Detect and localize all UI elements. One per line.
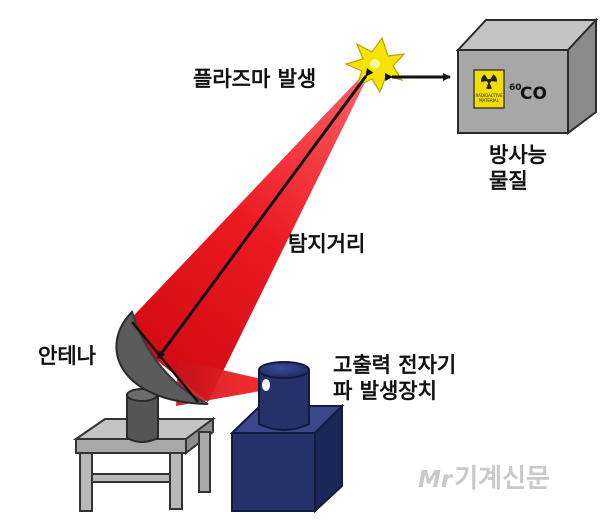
radioactive-label-line1: 방사능 (489, 143, 547, 167)
isotope-mass-number: 60 (509, 83, 522, 93)
antenna-dish-icon (115, 310, 209, 405)
watermark: Mr기계신문 (418, 458, 550, 495)
radiation-icon (481, 71, 497, 89)
watermark-text: 기계신문 (454, 464, 550, 494)
isotope-symbol: CO (520, 84, 547, 104)
emitter-lens (262, 379, 270, 391)
emp-label-line2: 파 발생장치 (333, 379, 437, 403)
plasma-label: 플라즈마 발생 (193, 67, 317, 91)
watermark-logo: Mr (418, 467, 453, 493)
antenna-label: 안테나 (38, 344, 96, 368)
radioactive-sign: RADIOACTIVE MATERIAL (473, 69, 505, 109)
radioactive-box (455, 17, 599, 135)
antenna-pole (126, 388, 159, 443)
device-emission (176, 360, 266, 406)
hazard-text-2: MATERIAL (479, 98, 500, 103)
isotope-label: 60 CO (509, 83, 547, 104)
distance-label: 탐지거리 (288, 232, 366, 256)
table (72, 417, 217, 512)
detection-distance-arrow (156, 67, 374, 359)
em-generator-device (229, 361, 345, 514)
emp-label-line1: 고출력 전자기 (333, 353, 457, 377)
radioactive-label-line2: 물질 (489, 169, 528, 193)
hazard-text-1: RADIOACTIVE (475, 93, 503, 98)
